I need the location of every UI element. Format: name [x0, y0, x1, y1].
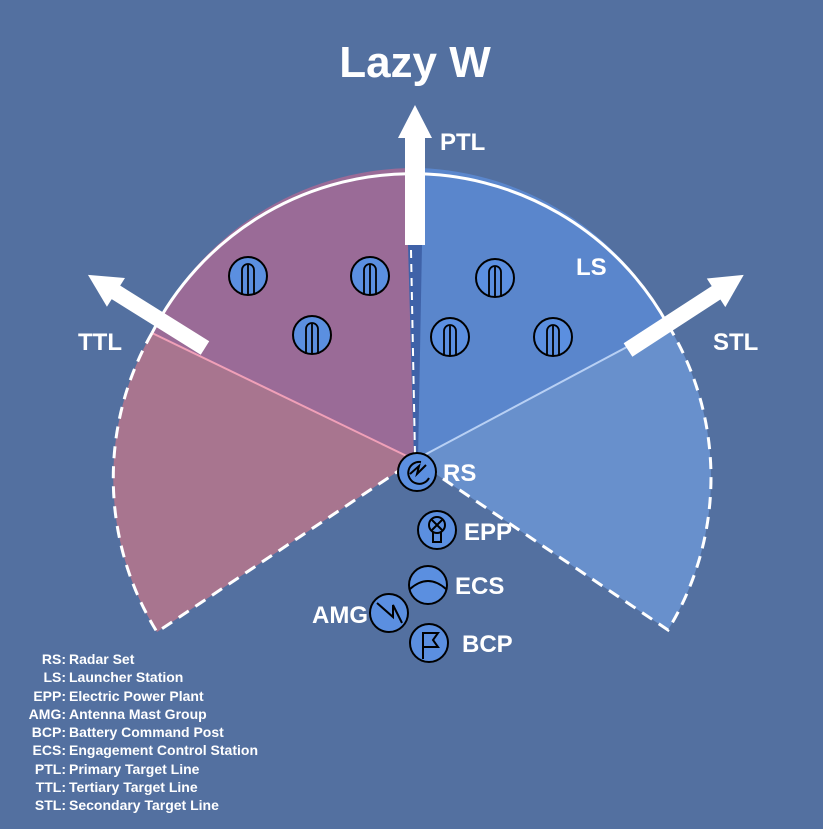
epp-label: EPP [464, 519, 512, 546]
legend-item: ECS:Engagement Control Station [32, 742, 258, 759]
rs-label: RS [443, 460, 476, 487]
launcher-icon [228, 256, 268, 296]
ls-label: LS [576, 254, 607, 281]
title: Lazy W [339, 38, 491, 87]
launcher-icon [430, 317, 470, 357]
legend-item: AMG:Antenna Mast Group [28, 705, 207, 722]
launcher-icon [350, 256, 390, 296]
right-inner-sector [415, 168, 668, 460]
antenna-mast-icon [369, 593, 409, 633]
ptl-arrow [398, 105, 432, 245]
legend: RS:Radar Set LS:Launcher Station EPP:Ele… [8, 650, 258, 815]
left-outer-sector [113, 333, 415, 632]
ttl-divider [151, 332, 416, 461]
launcher-icon [475, 258, 515, 298]
left-dashed-arc [111, 332, 416, 635]
ecs-label: ECS [455, 573, 504, 600]
power-plant-icon [417, 510, 457, 550]
ttl-arrow [87, 274, 210, 355]
stl-arrow [623, 274, 744, 357]
launcher-icon [533, 317, 573, 357]
ptl-label: PTL [440, 129, 485, 156]
legend-item: BCP:Battery Command Post [31, 724, 224, 741]
ttl-label: TTL [78, 329, 122, 356]
control-station-icon [408, 565, 448, 605]
legend-item: STL:Secondary Target Line [34, 797, 219, 814]
legend-item: TTL:Tertiary Target Line [35, 779, 198, 796]
amg-label: AMG [312, 602, 368, 629]
left-inner-sector [152, 168, 415, 460]
legend-item: LS:Launcher Station [43, 669, 184, 686]
legend-item: PTL:Primary Target Line [34, 760, 200, 777]
bcp-label: BCP [462, 631, 513, 658]
flag-icon [409, 623, 449, 663]
right-outer-sector [415, 325, 711, 630]
legend-item: EPP:Electric Power Plant [33, 687, 204, 704]
launcher-icon [292, 315, 332, 355]
radar-icon [397, 452, 437, 492]
stl-divider [414, 324, 669, 461]
legend-item: RS:Radar Set [41, 651, 135, 667]
right-dashed-arc [414, 324, 713, 633]
stl-label: STL [713, 329, 758, 356]
